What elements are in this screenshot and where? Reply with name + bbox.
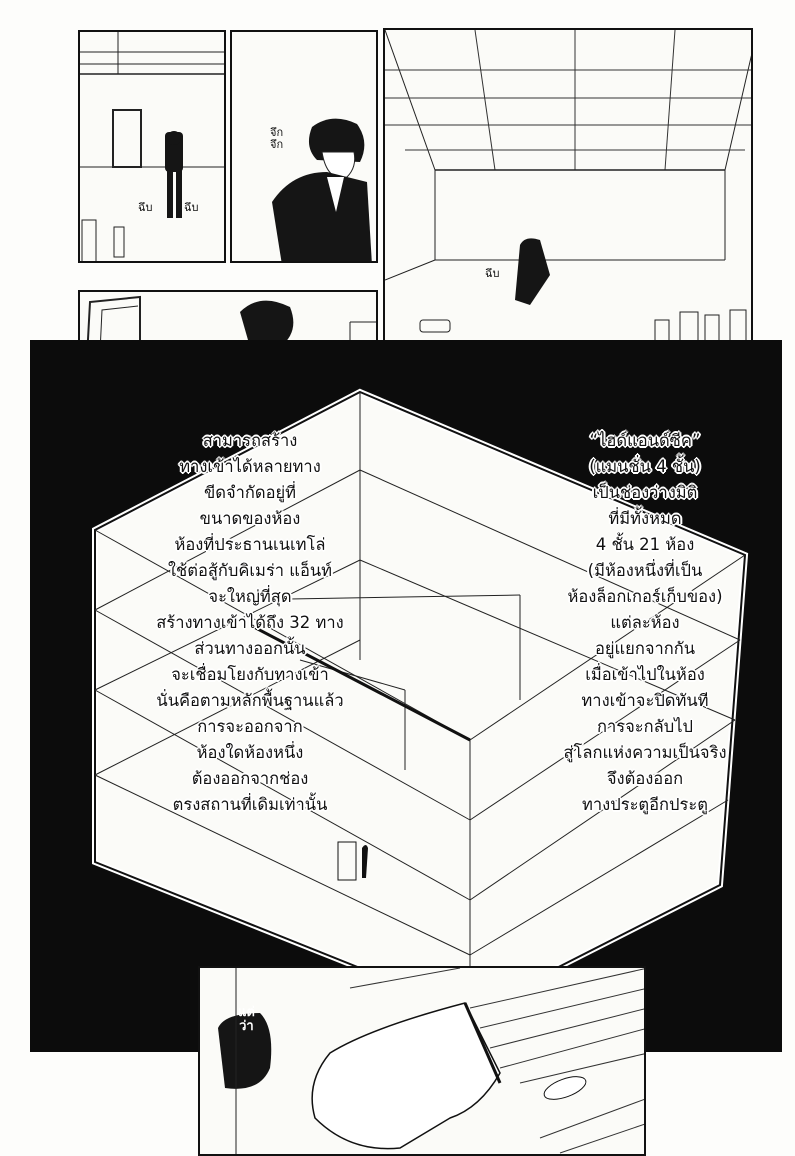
narration-line: (แมนชั่น 4 ชั้น): [589, 457, 701, 476]
narration-line: ห้องล็อกเกอร์เก็บของ): [567, 587, 723, 606]
panel-glasses: จึก จึก: [230, 30, 378, 263]
sfx-line: จึก: [270, 126, 284, 139]
narration-line: สามารถสร้าง: [202, 431, 298, 450]
narration-line: ทางเข้าได้หลายทาง: [179, 457, 321, 476]
narration-line: ตรงสถานที่เดิมเท่านั้น: [172, 795, 328, 814]
narration-line: (มีห้องหนึ่งที่เป็น: [587, 561, 703, 580]
narration-line: จึงต้องออก: [606, 769, 684, 788]
narration-line: ส่วนทางออกนั้น: [194, 639, 306, 658]
narration-line: ทางเข้าจะปิดทันที: [581, 691, 709, 710]
narration-line: สู่โลกแห่งความเป็นจริง: [563, 743, 727, 762]
narration-line: จะเชื่อมโยงกับทางเข้า: [171, 665, 329, 684]
narration-line: ขีดจำกัดอยู่ที่: [203, 483, 297, 502]
narration-line: ขนาดของห้อง: [199, 509, 301, 528]
sfx-line: ว่า: [239, 1019, 254, 1035]
panel-empty-room: ฉึบ: [383, 28, 753, 389]
narration-line: ห้องที่ประธานเนเทโล่: [174, 535, 326, 554]
corridor-illustration: [80, 32, 224, 261]
narration-left: สามารถสร้าง ทางเข้าได้หลายทาง ขีดจำกัดอย…: [95, 428, 405, 818]
narration-line: จะใหญ่ที่สุด: [208, 587, 292, 606]
sfx-footstep: ฉึบ: [184, 201, 199, 214]
narration-right: “ไฮด์แอนด์ซีค” (แมนชั่น 4 ชั้น) เป็นช่อง…: [505, 428, 785, 818]
sfx-line: แต่: [238, 1005, 255, 1020]
narration-line: นั่นคือตามหลักพื้นฐานแล้ว: [156, 691, 344, 710]
narration-line: 4 ชั้น 21 ห้อง: [595, 535, 695, 554]
narration-line: การจะออกจาก: [197, 717, 303, 736]
man-with-glasses-illustration: [272, 118, 372, 261]
fist-illustration: [218, 968, 644, 1154]
sfx-glasses: จึก จึก: [270, 126, 284, 152]
narration-line: ใช้ต่อสู้กับคิเมร่า แอ็นท์: [167, 561, 333, 580]
narration-line: แต่ละห้อง: [610, 613, 680, 632]
narration-line: อยู่แยกจากกัน: [594, 639, 696, 658]
panel-fist: แต่ ว่า: [198, 966, 646, 1156]
empty-room-illustration: [385, 30, 751, 376]
narration-line: เป็นช่องว่างมิติ: [592, 483, 698, 502]
narration-line: สร้างทางเข้าได้ถึง 32 ทาง: [156, 613, 344, 632]
sfx-line: จึก: [270, 138, 284, 152]
narration-line: “ไฮด์แอนด์ซีค”: [589, 431, 701, 450]
crouching-man: [515, 238, 550, 305]
sfx-but: แต่ ว่า: [238, 1005, 255, 1035]
sfx-landing: ฉึบ: [485, 267, 500, 280]
panel-corridor: ฉึบ ฉึบ: [78, 30, 226, 263]
narration-line: ห้องใดห้องหนึ่ง: [196, 743, 304, 762]
sfx-footstep: ฉึบ: [138, 201, 153, 214]
narration-line: ต้องออกจากช่อง: [191, 769, 309, 788]
narration-line: ที่มีทั้งหมด: [608, 509, 682, 528]
narration-line: เมื่อเข้าไปในห้อง: [585, 665, 705, 684]
narration-line: ทางประตูอีกประตู: [582, 795, 708, 814]
narration-line: การจะกลับไป: [597, 717, 693, 736]
